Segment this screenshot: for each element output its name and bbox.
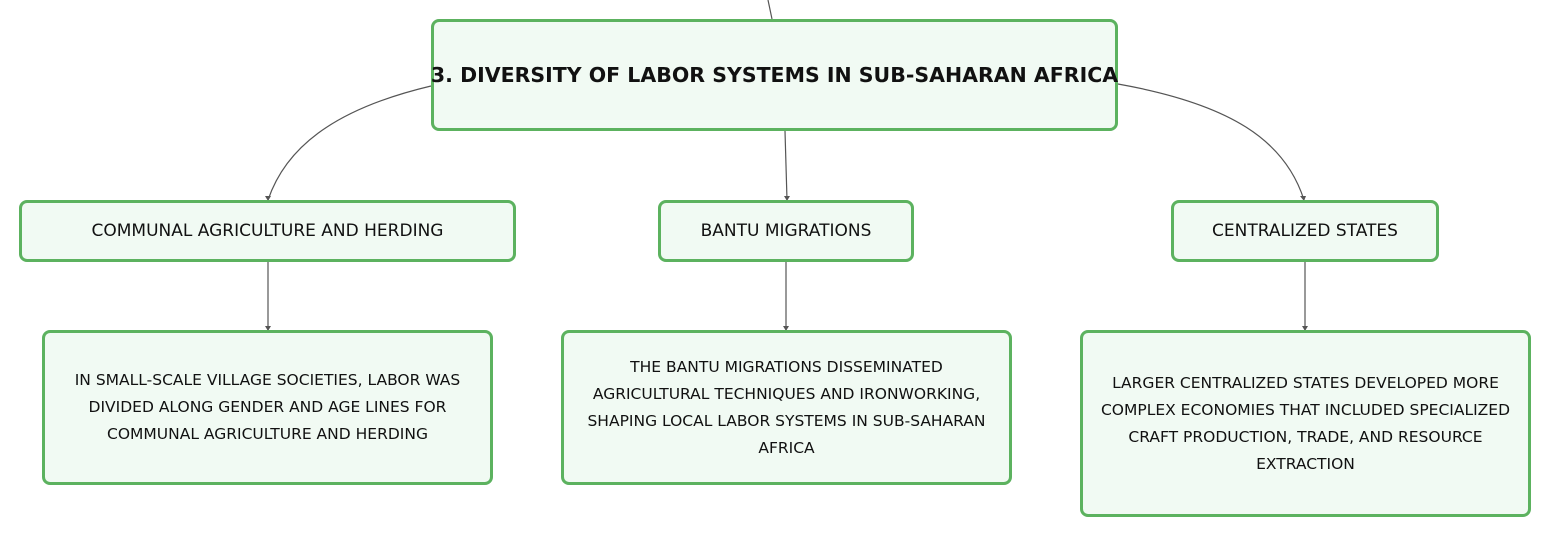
connector-root-to-branch-3 xyxy=(1117,83,1305,201)
branch-label: COMMUNAL AGRICULTURE AND HERDING xyxy=(91,221,444,241)
connector-parent-to-root xyxy=(767,0,773,20)
detail-node-centralized-states[interactable]: LARGER CENTRALIZED STATES DEVELOPED MORE… xyxy=(1080,330,1531,517)
detail-text: THE BANTU MIGRATIONS DISSEMINATED AGRICU… xyxy=(587,357,986,457)
branch-label: BANTU MIGRATIONS xyxy=(700,221,872,241)
arrowhead-branch-1 xyxy=(265,196,271,201)
detail-node-bantu-migrations[interactable]: THE BANTU MIGRATIONS DISSEMINATED AGRICU… xyxy=(561,330,1012,485)
arrowhead-detail-3 xyxy=(1302,326,1308,331)
root-topic-label: 3. DIVERSITY OF LABOR SYSTEMS IN SUB-SAH… xyxy=(430,63,1119,87)
arrowhead-branch-2 xyxy=(784,196,790,201)
arrowhead-detail-2 xyxy=(783,326,789,331)
root-topic-node[interactable]: 3. DIVERSITY OF LABOR SYSTEMS IN SUB-SAH… xyxy=(431,19,1118,131)
detail-text: LARGER CENTRALIZED STATES DEVELOPED MORE… xyxy=(1100,373,1511,473)
connector-root-to-branch-2 xyxy=(784,130,788,201)
branch-node-centralized-states[interactable]: CENTRALIZED STATES xyxy=(1171,200,1439,262)
arrowhead-branch-3 xyxy=(1300,196,1306,201)
branch-node-communal-agriculture[interactable]: COMMUNAL AGRICULTURE AND HERDING xyxy=(19,200,516,262)
detail-node-communal-agriculture[interactable]: IN SMALL-SCALE VILLAGE SOCIETIES, LABOR … xyxy=(42,330,493,485)
detail-text: IN SMALL-SCALE VILLAGE SOCIETIES, LABOR … xyxy=(74,371,461,443)
branch-label: CENTRALIZED STATES xyxy=(1212,221,1398,241)
arrowhead-detail-1 xyxy=(265,326,271,331)
branch-node-bantu-migrations[interactable]: BANTU MIGRATIONS xyxy=(658,200,914,262)
connector-root-to-branch-1 xyxy=(267,85,432,201)
